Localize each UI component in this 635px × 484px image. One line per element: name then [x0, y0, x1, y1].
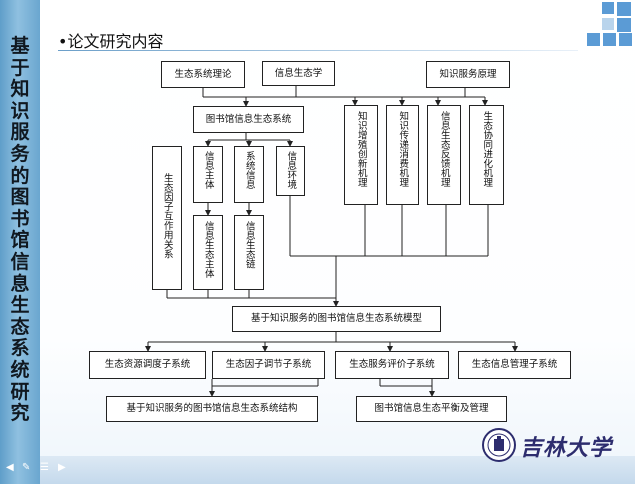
sidebar-title-char: 书 — [10, 207, 30, 230]
model-box: 基于知识服务的图书馆信息生态系统模型 — [232, 306, 441, 332]
sidebar-title-char: 统 — [10, 358, 30, 381]
sidebar-title-char: 究 — [10, 402, 30, 425]
subsystem-factor-regulation-box: 生态因子调节子系统 — [212, 351, 325, 379]
university-emblem-icon — [482, 428, 516, 466]
mechanism-coevolution-box: 生态协同进化机理 — [469, 105, 504, 205]
sidebar-title-char: 息 — [10, 272, 30, 295]
element-system-info-box: 系统信息 — [234, 146, 264, 203]
theory-information-ecology-box: 信息生态学 — [262, 61, 335, 86]
sidebar-title-char: 的 — [10, 164, 30, 187]
theory-ecosystem-box: 生态系统理论 — [161, 61, 245, 88]
sidebar-title: 基于知识服务的图书馆信息生态系统研究 — [0, 35, 40, 425]
sidebar-title-char: 识 — [10, 99, 30, 122]
mechanism-label: 知识增殖创新机理 — [355, 111, 367, 187]
sidebar-title-char: 生 — [10, 294, 30, 317]
mechanism-knowledge-transfer-box: 知识传递消费机理 — [386, 105, 419, 205]
sidebar-title-char: 馆 — [10, 229, 30, 252]
element-subject-box: 信息主体 — [193, 146, 223, 203]
sidebar-title-char: 基 — [10, 35, 30, 57]
subsystem-info-management-box: 生态信息管理子系统 — [458, 351, 571, 379]
sub-element-label: 信息生态主体 — [202, 221, 214, 278]
sidebar-title-char: 于 — [10, 56, 30, 79]
menu-icon[interactable]: ☰ — [40, 462, 49, 473]
outcome-balance-box: 图书馆信息生态平衡及管理 — [356, 396, 507, 422]
sidebar-title-char: 系 — [10, 337, 30, 360]
mechanism-feedback-box: 信息生态反馈机理 — [427, 105, 461, 205]
outcome-structure-box: 基于知识服务的图书馆信息生态系统结构 — [106, 396, 318, 422]
sidebar-title-char: 信 — [10, 250, 30, 273]
slide-heading: •论文研究内容 — [58, 32, 164, 51]
sidebar-title-char: 研 — [10, 380, 30, 403]
subsystem-service-evaluation-box: 生态服务评价子系统 — [335, 351, 449, 379]
sidebar-title-char: 务 — [10, 142, 30, 165]
heading-rule — [58, 50, 578, 51]
sub-element-eco-subject-box: 信息生态主体 — [193, 215, 223, 290]
next-arrow-icon[interactable]: ▶ — [58, 462, 66, 473]
sidebar-title-char: 态 — [10, 315, 30, 338]
mechanism-label: 生态协同进化机理 — [481, 111, 493, 187]
mechanism-knowledge-innovation-box: 知识增殖创新机理 — [344, 105, 378, 205]
prev-arrow-icon[interactable]: ◀ — [6, 462, 14, 473]
mechanism-label: 知识传递消费机理 — [397, 111, 409, 187]
sidebar: 基于知识服务的图书馆信息生态系统研究 — [0, 0, 40, 484]
element-environment-box: 信息环境 — [276, 146, 305, 196]
sidebar-title-char: 图 — [10, 186, 30, 209]
theory-knowledge-service-box: 知识服务原理 — [426, 61, 510, 88]
sidebar-title-char: 服 — [10, 121, 30, 144]
sub-element-label: 信息生态链 — [243, 221, 255, 269]
university-name: 吉林大学 — [520, 435, 613, 461]
library-ecosystem-box: 图书馆信息生态系统 — [193, 106, 304, 133]
element-label: 系统信息 — [243, 151, 255, 189]
factor-relation-label: 生态因子互作用关系 — [161, 173, 173, 259]
element-label: 信息主体 — [202, 151, 214, 189]
sub-element-eco-chain-box: 信息生态链 — [234, 215, 264, 290]
element-label: 信息环境 — [285, 151, 297, 189]
factor-relation-box: 生态因子互作用关系 — [152, 146, 182, 290]
mechanism-label: 信息生态反馈机理 — [438, 111, 450, 187]
bottom-strip — [0, 456, 635, 484]
pen-icon[interactable]: ✎ — [22, 462, 31, 473]
subsystem-resource-dispatch-box: 生态资源调度子系统 — [89, 351, 206, 379]
sidebar-title-char: 知 — [10, 78, 30, 101]
